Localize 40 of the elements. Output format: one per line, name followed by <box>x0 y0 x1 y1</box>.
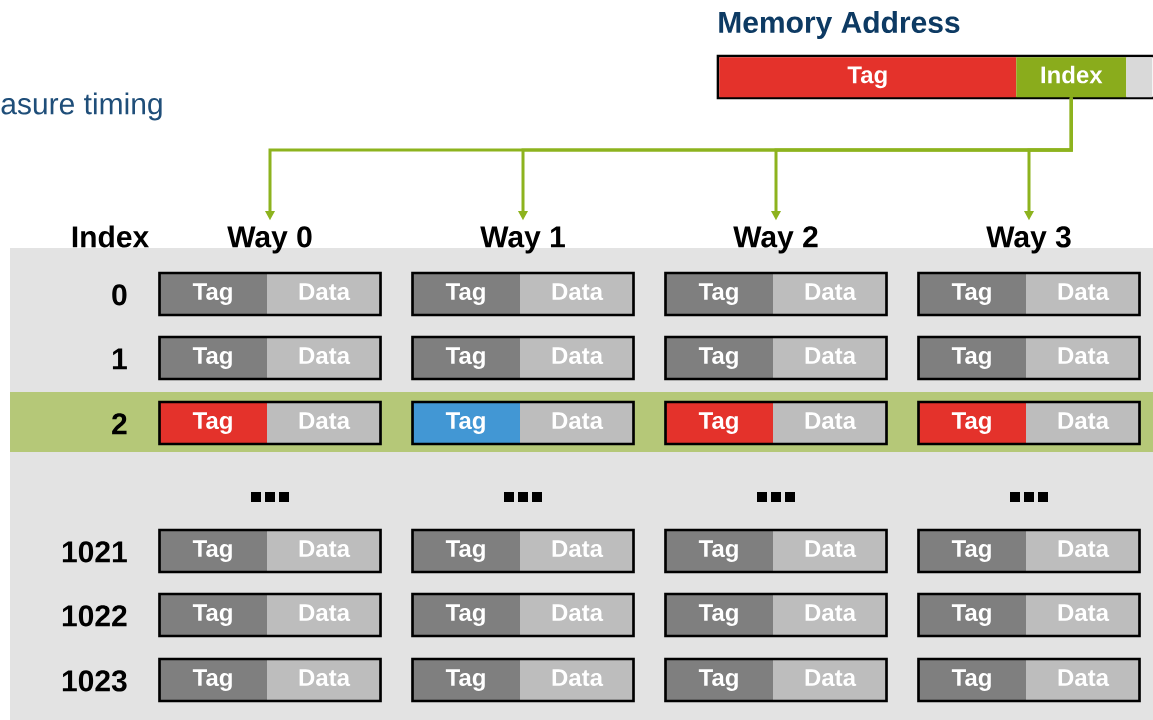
cache-entry: Tag Data <box>664 528 888 574</box>
cache-entry: Tag Data <box>664 335 888 381</box>
cache-entry: Tag Data <box>917 400 1141 446</box>
heading: Memory Address <box>719 11 960 39</box>
column-heading: Way 1 <box>480 226 565 254</box>
row-index: 0 <box>112 284 127 306</box>
row-index: 2 <box>112 413 127 435</box>
cache-entry: Tag Data <box>411 335 635 381</box>
cache-entry: Tag Data <box>664 271 888 317</box>
cache-entry: Tag Data <box>411 528 635 574</box>
caption-text: asure timing <box>1 92 162 121</box>
column-heading: Way 2 <box>733 226 818 254</box>
cache-entry: Tag Data <box>411 400 635 446</box>
cache-entry: Tag Data <box>664 592 888 638</box>
cache-entry: Tag Data <box>158 335 382 381</box>
row-index: 1021 <box>62 541 127 563</box>
row-index: 1023 <box>62 670 127 692</box>
address-field <box>1126 57 1153 98</box>
cache-entry: Tag Data <box>158 528 382 574</box>
column-heading: Way 3 <box>986 226 1071 254</box>
address-field: Tag <box>719 57 1017 98</box>
cache-entry: Tag Data <box>158 400 382 446</box>
cache-entry: Tag Data <box>664 657 888 703</box>
address-field: Index <box>1016 57 1127 98</box>
row-index: 1 <box>112 348 127 370</box>
cache-entry: Tag Data <box>917 335 1141 381</box>
cache-entry: Tag Data <box>664 400 888 446</box>
cache-entry: Tag Data <box>411 271 635 317</box>
cache-entry: Tag Data <box>158 271 382 317</box>
column-heading: Index <box>72 225 149 248</box>
cache-entry: Tag Data <box>917 657 1141 703</box>
cache-entry: Tag Data <box>917 592 1141 638</box>
row-index: 1022 <box>62 605 127 627</box>
cache-entry: Tag Data <box>411 657 635 703</box>
cache-entry: Tag Data <box>411 592 635 638</box>
cache-entry: Tag Data <box>917 271 1141 317</box>
column-heading: Way 0 <box>227 226 312 254</box>
cache-entry: Tag Data <box>158 592 382 638</box>
cache-entry: Tag Data <box>917 528 1141 574</box>
cache-entry: Tag Data <box>158 657 382 703</box>
